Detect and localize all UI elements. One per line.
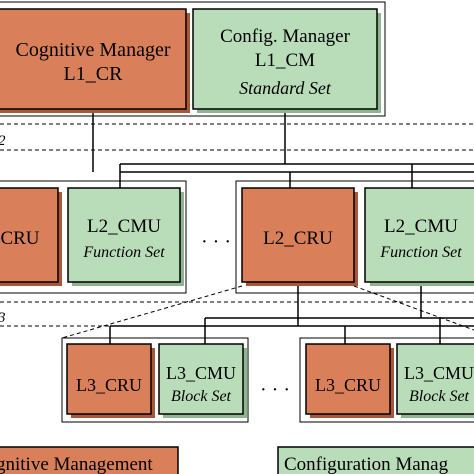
l3-ellipsis: · · · [260,379,290,401]
l2-ellipsis: · · · [201,231,231,253]
l3-left-cru-label: L3_CRU [76,375,142,395]
l3-left-cru-box: L3_CRU [66,343,155,418]
l3-right-group-frame [299,337,474,423]
l2-l3-connectors [109,286,474,346]
l3-right-cmu-set: Block Set [409,388,470,405]
l3-left-cmu-title: L3_CMU [166,363,236,383]
l2-right-cmu-title: L2_CMU [384,216,458,237]
l2-right-cru-label: L2_CRU [263,228,333,249]
bottom-cognitive-management-box: gnitive Management [0,446,179,474]
zoom-guide-line [353,285,474,331]
bottom-configuration-management-box: Configuration Manag [277,446,474,474]
bottom-cognitive-label: gnitive Management [0,454,153,474]
l3-right-cmu-title: L3_CMU [404,363,474,383]
l1-cognitive-title: Cognitive Manager [16,39,171,61]
l2-left-group-frame [0,180,187,294]
l2-left-cmu-title: L2_CMU [87,216,161,237]
l1-cognitive-id: L1_CR [64,63,124,85]
l2-right-cmu-set: Function Set [379,244,462,261]
l3-right-cru-label: L3_CRU [315,375,381,395]
zoom-guide-line [61,285,243,339]
level-marker-l2: 2 [0,133,6,149]
l2-left-cru-label: CRU [0,228,39,249]
l1-cognitive-manager-box: Cognitive Manager L1_CR [0,8,190,113]
l2-left-cmu-box: L2_CMU Function Set [67,187,184,286]
l3-right-cmu-box: L3_CMU Block Set [396,343,474,418]
bottom-config-label: Configuration Manag [284,454,449,474]
l2-left-cru-box: CRU [0,187,62,286]
l1-config-id: L1_CM [255,50,315,71]
l2-right-group-frame [235,180,474,294]
level-marker-l3: 3 [0,310,6,326]
l2-left-cmu-set: Function Set [82,244,165,261]
level1-frame [0,1,386,117]
l3-right-cru-box: L3_CRU [305,343,394,418]
l2-right-cmu-box: L2_CMU Function Set [364,187,474,286]
l2-right-cru-box: L2_CRU [241,187,358,286]
l1-l2-connectors [92,113,474,190]
l1-config-manager-box: Config. Manager L1_CM Standard Set [192,8,381,113]
l3-left-group-frame [61,337,249,423]
l3-left-cmu-set: Block Set [171,388,232,405]
l1-config-title: Config. Manager [220,26,350,47]
l3-left-cmu-box: L3_CMU Block Set [158,343,247,418]
l1-config-set: Standard Set [239,78,332,98]
